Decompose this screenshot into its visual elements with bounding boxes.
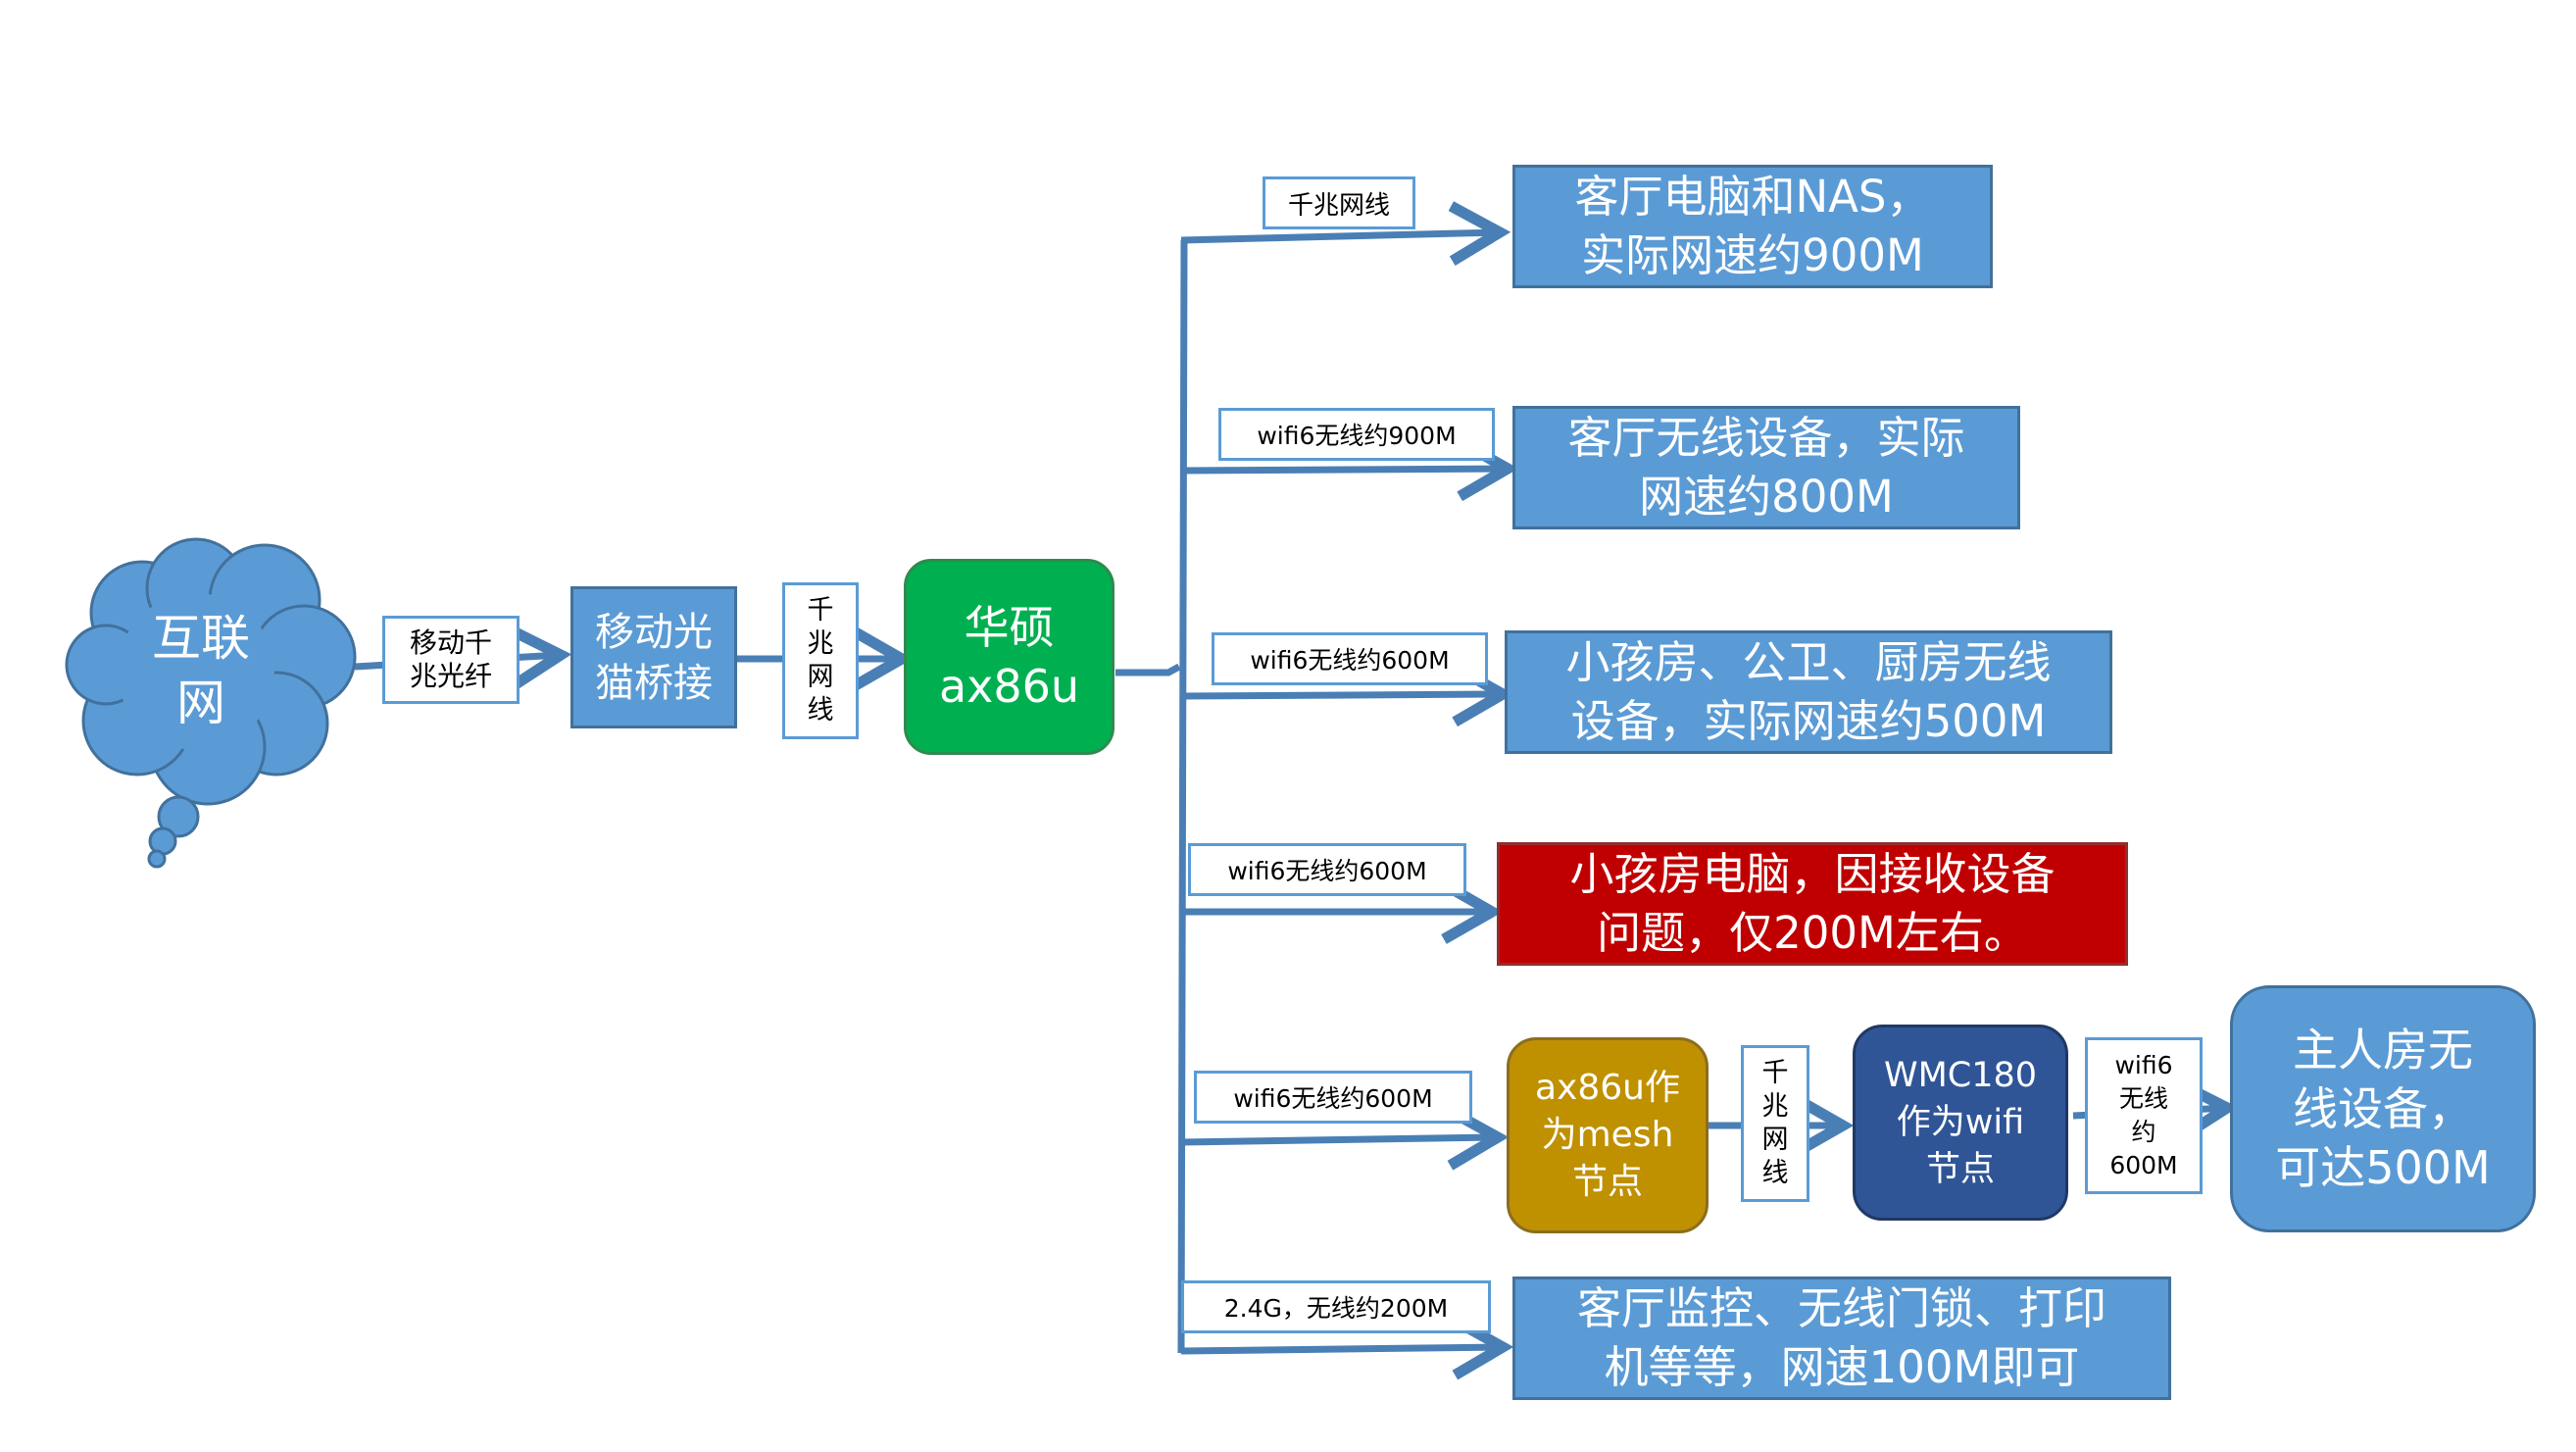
arrow-branch-kids-wireless [1180,662,1514,727]
arrow-branch-living-wireless [1180,436,1519,502]
cable-label-modem-router: 千 兆 网 线 [782,582,859,739]
cable-label-mesh-wmc: 千 兆 网 线 [1741,1045,1809,1202]
arrow-branch-living-pc [1180,201,1511,266]
arrow-branch-mesh [1180,1105,1510,1171]
kids-wireless-node: 小孩房、公卫、厨房无线 设备，实际网速约500M [1505,630,2112,754]
living-wireless-node: 客厅无线设备，实际 网速约800M [1512,406,2020,529]
branch-label-2g: 2.4G，无线约200M [1181,1280,1491,1333]
internet-cloud-label: 互联 网 [152,610,250,731]
wmc180-node: WMC180 作为wifi 节点 [1853,1025,2068,1221]
mesh-node: ax86u作 为mesh 节点 [1507,1037,1709,1233]
arrow-branch-iot [1180,1315,1514,1380]
living-pc-node: 客厅电脑和NAS， 实际网速约900M [1512,165,1993,288]
iot-devices-node: 客厅监控、无线门锁、打印 机等等，网速100M即可 [1512,1277,2171,1400]
branch-label-wifi6-600-b: wifi6无线约600M [1188,843,1466,896]
wifi-link-label: wifi6 无线 约 600M [2085,1037,2203,1194]
vertical-bus [1177,239,1188,1354]
branch-trunk [1115,663,1181,676]
router-node: 华硕 ax86u [904,559,1115,755]
fiber-label: 移动千 兆光纤 [382,616,520,704]
master-room-node: 主人房无 线设备， 可达500M [2230,985,2536,1232]
cloud-shape [65,537,357,869]
branch-label-wifi6-600-a: wifi6无线约600M [1212,632,1488,685]
branch-label-wifi6-600-c: wifi6无线约600M [1194,1071,1472,1124]
kids-pc-node: 小孩房电脑，因接收设备 问题，仅200M左右。 [1497,842,2128,966]
modem-node: 移动光 猫桥接 [570,586,737,728]
branch-label-wifi6-900: wifi6无线约900M [1218,408,1495,461]
branch-label-gigabit: 千兆网线 [1263,176,1415,229]
